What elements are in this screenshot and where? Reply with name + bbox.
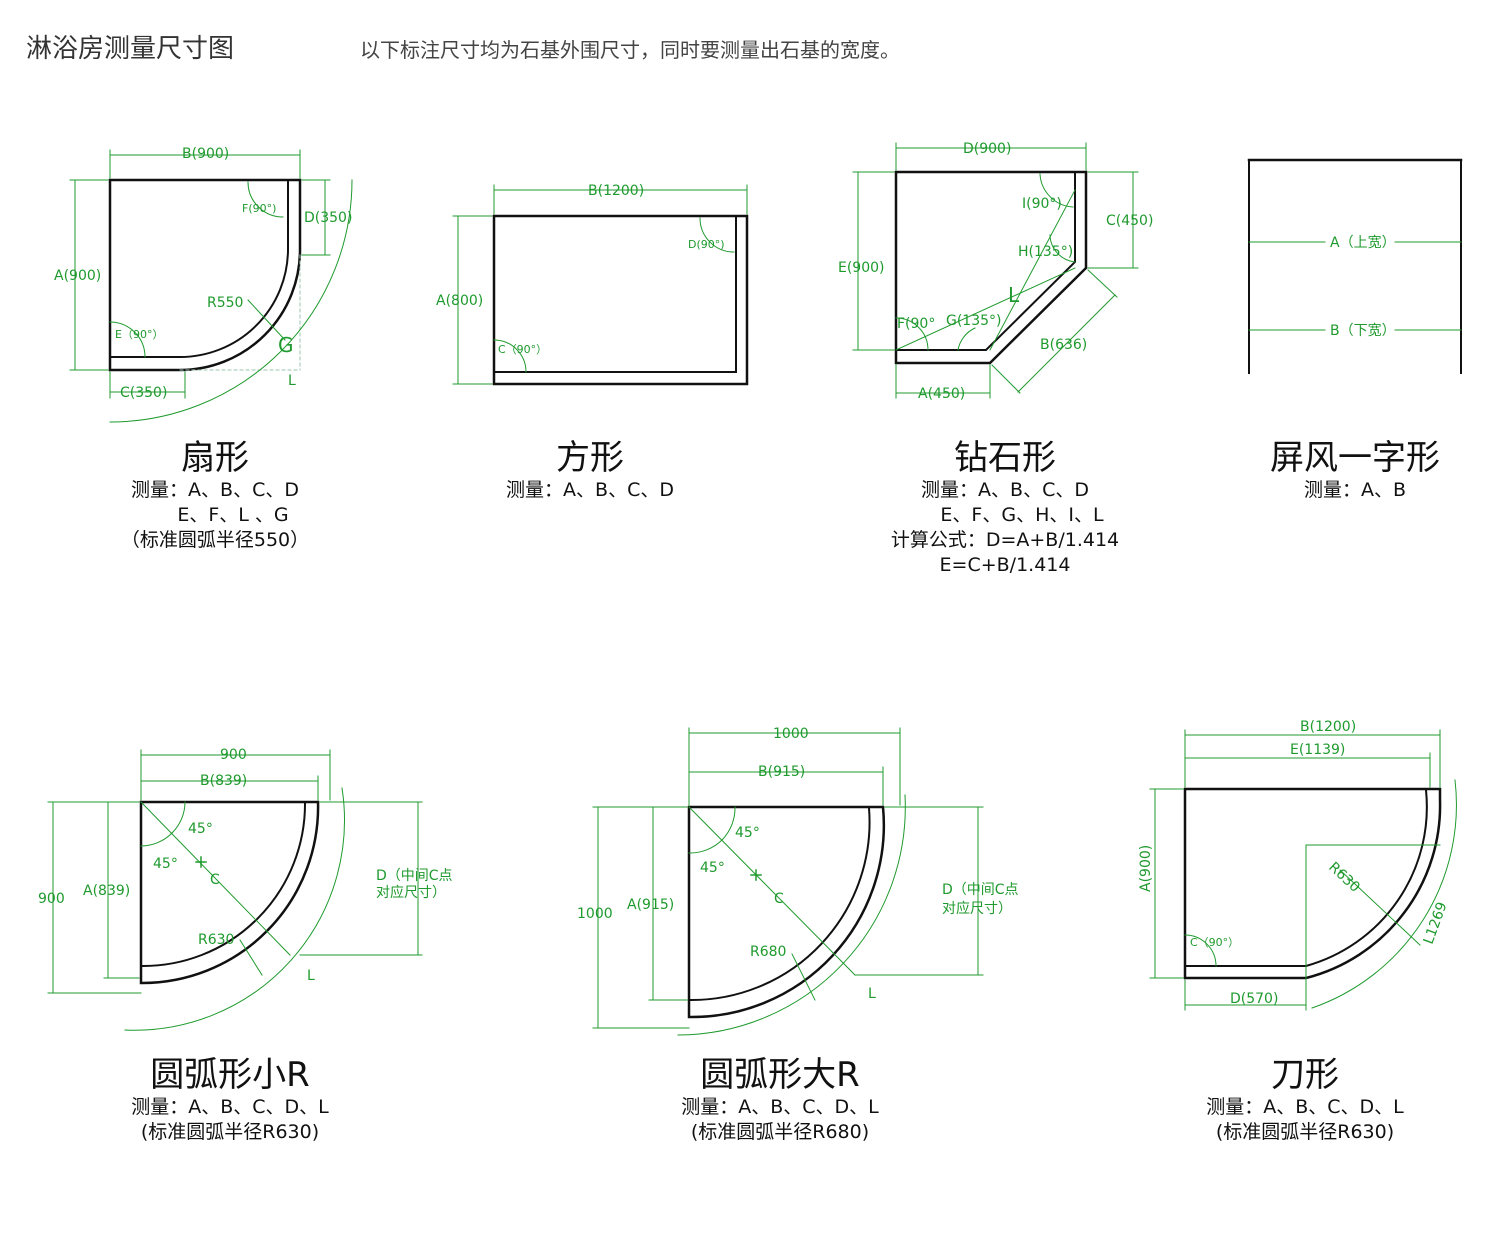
arc-small-label-b: B(839) <box>200 773 247 789</box>
page-title: 淋浴房测量尺寸图 <box>26 34 235 64</box>
diamond-measure-line-2: E、F、G、H、I、L <box>940 504 1104 526</box>
square-shape-diagram <box>452 184 749 386</box>
diamond-formula-line-1: 计算公式：D=A+B/1.414 <box>890 529 1120 551</box>
knife-label-b: B(1200) <box>1300 719 1356 735</box>
square-label-c: C（90°） <box>498 343 547 356</box>
knife-label-d: D(570) <box>1230 991 1278 1007</box>
arc-large-measure-line-1: 测量：A、B、C、D、L <box>681 1096 879 1118</box>
diamond-caption: 钻石形 测量：A、B、C、D E、F、G、H、I、L 计算公式：D=A+B/1.… <box>880 438 1130 578</box>
diamond-shape-diagram <box>852 142 1139 399</box>
knife-measure-line-2: (标准圆弧半径R630) <box>1215 1121 1395 1143</box>
knife-measure-line-1: 测量：A、B、C、D、L <box>1206 1096 1404 1118</box>
knife-title: 刀形 <box>1271 1055 1339 1095</box>
square-measure-line-1: 测量：A、B、C、D <box>506 479 674 501</box>
arc-small-label-45a: 45° <box>188 821 213 837</box>
diamond-label-a: A(450) <box>918 386 965 402</box>
knife-label-c: C（90°） <box>1190 936 1239 949</box>
arc-small-label-r: R630 <box>198 932 234 948</box>
arc-large-label-r: R680 <box>750 944 786 960</box>
fan-caption: 扇形 测量：A、B、C、D E、F、L 、G （标准圆弧半径550） <box>95 438 335 553</box>
screen-title: 屏风一字形 <box>1270 438 1440 478</box>
arc-small-label-l: L <box>307 968 315 984</box>
arc-large-label-a: A(915) <box>627 897 674 913</box>
knife-shape-diagram <box>1149 729 1457 1011</box>
screen-measure-line-1: 测量：A、B <box>1303 479 1407 501</box>
arc-large-caption: 圆弧形大R 测量：A、B、C、D、L (标准圆弧半径R680) <box>650 1055 910 1145</box>
arc-large-label-b: B(915) <box>758 764 805 780</box>
fan-title: 扇形 <box>181 438 249 478</box>
square-caption: 方形 测量：A、B、C、D <box>470 438 710 503</box>
knife-label-l: L1269 <box>1421 900 1451 946</box>
diamond-label-e: E(900) <box>838 260 885 276</box>
arc-large-label-left: 1000 <box>577 906 613 922</box>
knife-label-e: E(1139) <box>1290 742 1345 758</box>
screen-shape-diagram <box>1247 158 1463 374</box>
arc-small-caption: 圆弧形小R 测量：A、B、C、D、L (标准圆弧半径R630) <box>100 1055 360 1145</box>
arc-large-label-d1: D（中间C点 <box>942 882 1019 898</box>
fan-label-d: D(350) <box>304 210 352 226</box>
square-title: 方形 <box>556 438 624 478</box>
fan-label-e: E（90°） <box>115 328 163 341</box>
diamond-measure-line-1: 测量：A、B、C、D <box>921 479 1089 501</box>
arc-large-label-c: C <box>774 891 784 907</box>
arc-small-label-top: 900 <box>220 747 247 763</box>
fan-measure-line-3: （标准圆弧半径550） <box>120 529 310 551</box>
diamond-label-f: F(90° <box>897 316 935 332</box>
screen-label-b: B（下宽） <box>1330 322 1396 339</box>
arc-large-label-45a: 45° <box>735 825 760 841</box>
arc-large-measure-line-2: (标准圆弧半径R680) <box>690 1121 870 1143</box>
arc-small-measure-line-2: (标准圆弧半径R630) <box>140 1121 320 1143</box>
arc-large-label-45b: 45° <box>700 860 725 876</box>
fan-label-c: C(350) <box>120 385 167 401</box>
diamond-label-l: L <box>1008 283 1020 307</box>
page-note: 以下标注尺寸均为石基外围尺寸，同时要测量出石基的宽度。 <box>360 38 900 62</box>
fan-measure-line-2: E、F、L 、G <box>177 504 289 526</box>
fan-label-f: F(90°) <box>242 202 276 215</box>
arc-small-label-c: C <box>210 872 220 888</box>
diamond-label-d: D(900) <box>963 141 1011 157</box>
diamond-label-g: G(135°) <box>946 313 1002 329</box>
screen-label-a: A（上宽） <box>1330 234 1396 251</box>
arc-small-r-diagram <box>47 749 423 1031</box>
arc-large-label-top: 1000 <box>773 726 809 742</box>
arc-large-label-l: L <box>868 986 876 1002</box>
fan-label-a: A(900) <box>54 268 101 284</box>
square-label-a: A(800) <box>436 293 483 309</box>
diamond-label-c: C(450) <box>1106 213 1153 229</box>
arc-small-title: 圆弧形小R <box>150 1055 310 1095</box>
square-label-d: D(90°) <box>688 238 725 251</box>
arc-small-label-45b: 45° <box>153 856 178 872</box>
diamond-label-b: B(636) <box>1040 337 1087 353</box>
arc-small-label-d2: 对应尺寸） <box>376 884 446 901</box>
diamond-title: 钻石形 <box>954 438 1056 478</box>
diamond-label-i: I(90°) <box>1022 196 1062 212</box>
diamond-label-h: H(135°) <box>1018 244 1073 260</box>
fan-label-l: L <box>288 373 296 389</box>
diamond-formula-line-2: E=C+B/1.414 <box>939 554 1071 576</box>
knife-caption: 刀形 测量：A、B、C、D、L (标准圆弧半径R630) <box>1175 1055 1435 1145</box>
fan-measure-line-1: 测量：A、B、C、D <box>131 479 299 501</box>
arc-small-label-a: A(839) <box>83 883 130 899</box>
square-label-b: B(1200) <box>588 183 644 199</box>
knife-label-a: A(900) <box>1138 845 1154 892</box>
arc-large-title: 圆弧形大R <box>700 1055 860 1095</box>
arc-large-r-diagram <box>592 727 984 1036</box>
arc-small-measure-line-1: 测量：A、B、C、D、L <box>131 1096 329 1118</box>
arc-large-label-d2: 对应尺寸） <box>942 900 1012 917</box>
fan-shape-diagram <box>69 149 353 423</box>
arc-small-label-d1: D（中间C点 <box>376 868 453 884</box>
knife-label-r: R630 <box>1325 859 1363 896</box>
fan-label-b: B(900) <box>182 146 229 162</box>
fan-label-g: G <box>278 333 294 357</box>
fan-label-r: R550 <box>207 295 243 311</box>
screen-caption: 屏风一字形 测量：A、B <box>1240 438 1470 503</box>
arc-small-label-left: 900 <box>38 891 65 907</box>
